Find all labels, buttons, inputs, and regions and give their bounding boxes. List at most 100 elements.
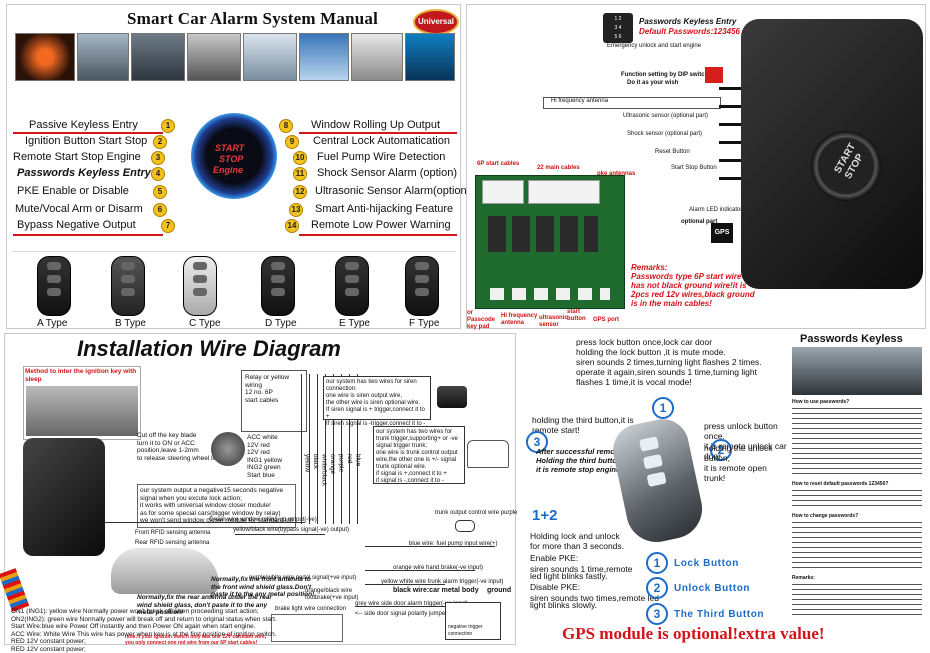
unlock-1: press unlock button once, [704,421,788,441]
trunk-connection-box: our system has two wires for trunk trigg… [373,426,465,484]
feature-14: Remote Low Power Warning [311,219,451,231]
engine-label: Engine [213,165,243,175]
cable-bundle [0,568,29,612]
alarm-module-unit: START STOP [741,19,923,289]
wire-blue: blue [354,454,362,486]
remote-c [183,256,217,316]
conn-a-1: our system has two wires for siren conne… [326,379,428,393]
pcb-ports [490,288,610,300]
photo-dashboard [77,33,129,81]
brake-light-diagram [271,614,343,642]
wire-red: red [346,454,354,486]
legend-label-1: Lock Button [674,558,739,569]
acc-5: ING2 green [247,464,282,472]
feature-num-2: 2 [153,135,167,149]
acc-1: ACC white [247,434,282,442]
ground-label: ground [487,587,511,594]
pcb-label-22: 22 main cables [537,165,580,171]
keypad-row-2: 3 4 [603,24,633,33]
acc-labels: ACC white 12V red 12V red ING1 yellow IN… [247,434,282,479]
remote-type-a: A Type [37,318,67,329]
third-button-text: holding the third button,it is remote st… [532,415,634,435]
photo-car-wheel [187,33,241,81]
remarks-3: has not black ground wire!it is [631,281,755,290]
blue-wire-label: blue wire: fuel pump input wire(+) [409,541,498,548]
mute-instructions: press lock button once,lock car door hol… [576,337,762,387]
enable-1: Enable PKE: [530,555,659,562]
passwords-panel-title: Passwords Keyless [800,333,903,345]
cutoff-1: Cut off the key blade [137,432,224,440]
relay-4: start cables [245,397,289,405]
legend-num-1: 1 [646,552,668,574]
start-label: START [215,143,244,153]
dip-switch [705,67,723,83]
orange-wire-label: orange wire hand brake(-ve input) [393,565,483,572]
neg-3: it works with universal window closer mo… [140,502,293,510]
red-divider-right [299,132,457,134]
method-photo [26,386,138,436]
remarks-4: 2pcs red 12v wires,black ground [631,290,755,299]
remarks-1: Remarks: [631,263,755,272]
remote-type-e: E Type [339,318,370,329]
neg-2: signal when you excute lock action; [140,495,293,503]
red-divider-left [13,132,163,134]
pcb-bottom-4: start button [567,309,591,323]
feature-num-10: 10 [293,151,307,165]
photo-phone-app [299,33,349,81]
combo-1: Holding lock and unlock [530,531,624,541]
conn-b-7: trunk optional wire. [376,464,462,471]
ultrasonic-label: Ultrasonic sensor (optional part) [623,113,708,119]
mute-2: holding the lock button ,it is mute mode… [576,347,762,357]
pcb-bottom-5: GPS port [593,317,619,323]
feature-5: PKE Enable or Disable [17,185,129,197]
relay-3: 12 no. 6P [245,389,289,397]
feature-10: Fuel Pump Wire Detection [317,151,445,163]
remarks-5: is in the main cables! [631,299,755,308]
feature-13: Smart Anti-hijacking Feature [315,203,453,215]
gps-module: GPS [711,223,733,243]
acc-6: Start blue [247,472,282,480]
feature-num-8: 8 [279,119,293,133]
remote-e [335,256,369,316]
fuel-pump-icon [455,520,475,532]
feature-num-4: 4 [151,167,165,181]
photo-start-button [15,33,75,81]
remote-guide-panel: press lock button once,lock car door hol… [518,333,788,645]
universal-badge: Universal [413,9,459,35]
legend-num-3: 3 [646,603,668,625]
pcb-label-6p: 6P start cables [477,161,519,167]
pcb-bottom-3: ultrasonic sensor [539,315,569,329]
passwords-text-2 [792,488,922,510]
button-legend: 1 Lock Button 2 Unlock Button 3 The Thir… [646,551,764,627]
pcb-board [475,175,625,309]
enable-6: Disable PKE: [530,584,659,591]
relay-1: Relay or yellow [245,374,289,382]
remote-type-c: C Type [189,318,221,329]
fob-button-lock[interactable] [639,436,659,451]
remote-type-f: F Type [409,318,439,329]
green-wire-label: Green wire window rolling up output(-ve) [209,517,317,524]
photo-parking [243,33,297,81]
wire-purple: purple [337,454,345,486]
acc-3: 12V red [247,449,282,457]
enable-4: led light blinks fastly. [530,573,659,580]
fob-button-unlock[interactable] [643,454,663,469]
small-note: note:if your ignition switch only has on… [125,634,266,646]
manual-panel: Smart Car Alarm System Manual Universal … [6,4,461,329]
feature-2: Ignition Button Start Stop [25,135,147,147]
feature-num-3: 3 [151,151,165,165]
feature-8: Window Rolling Up Output [311,119,440,131]
fob-button-third[interactable] [647,472,667,487]
legend-unlock: 2 Unlock Button [646,575,764,601]
wire-yellow: yellow [303,454,311,486]
feature-num-1: 1 [161,119,175,133]
small-note-2: you only connect one red wire from our 6… [125,640,266,646]
trunk-output-label: trunk output control wire purple wire [435,510,530,517]
wiring-title: Installation Wire Diagram [77,336,341,362]
smart-key-fob [608,414,707,547]
passwords-default: Default Passwords:123456 [639,27,740,36]
bottom-note-6: RED 12V constant power; [11,646,277,653]
passwords-photo [792,347,922,395]
feature-num-11: 11 [293,167,307,181]
passwords-heading-3: How to change passwords? [792,513,858,519]
